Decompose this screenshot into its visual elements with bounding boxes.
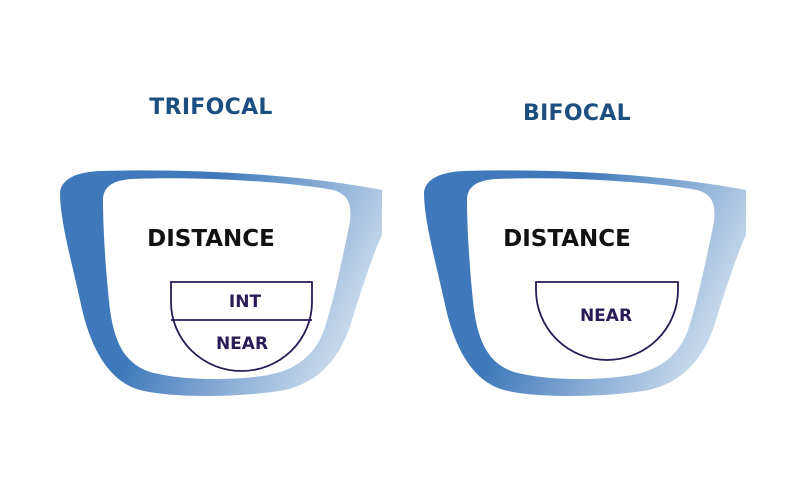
bifocal-title: BIFOCAL xyxy=(523,101,631,126)
trifocal-frame-rim xyxy=(60,170,382,396)
trifocal-glasses: DISTANCE INT NEAR xyxy=(60,170,382,396)
trifocal-segment-outline xyxy=(170,281,313,372)
trifocal-int-label: INT xyxy=(229,292,262,312)
bifocal-distance-label: DISTANCE xyxy=(503,226,631,252)
trifocal-distance-label: DISTANCE xyxy=(147,226,275,252)
bifocal-glasses: DISTANCE NEAR xyxy=(424,170,746,396)
bifocal-near-label: NEAR xyxy=(580,306,632,326)
trifocal-near-label: NEAR xyxy=(216,334,268,354)
bifocal-segment-outline xyxy=(535,281,679,361)
trifocal-title: TRIFOCAL xyxy=(149,95,273,120)
bifocal-frame-rim xyxy=(424,170,746,396)
